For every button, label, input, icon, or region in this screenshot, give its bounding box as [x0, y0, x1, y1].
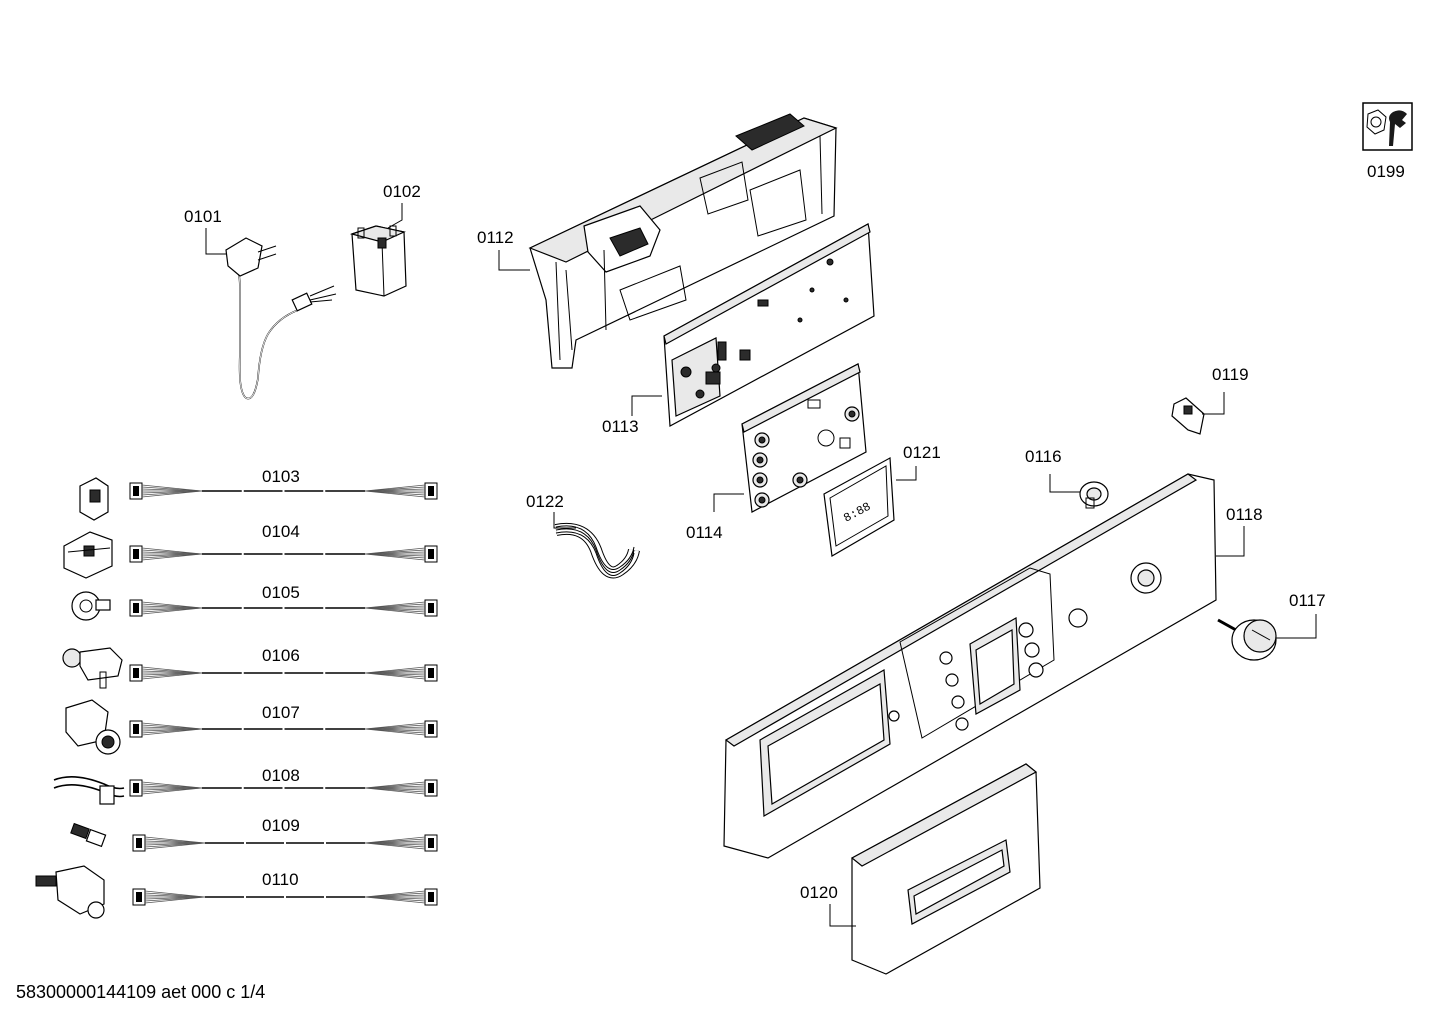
display-window-illustration: 8:88: [823, 457, 895, 557]
harness-fan-wire: [144, 896, 206, 904]
part-label-0104: 0104: [262, 522, 300, 541]
part-label-0101: 0101: [184, 207, 222, 226]
harness-connector-pin: [428, 603, 434, 613]
harness-fan-wire: [364, 842, 426, 850]
interference-filter-illustration: [349, 225, 407, 297]
part-label-0108: 0108: [262, 766, 300, 785]
control-panel-fascia-illustration: [723, 473, 1217, 859]
harness-fan-wire: [141, 672, 203, 680]
harness-fan-wire: [141, 787, 203, 795]
component-icon-0109: [70, 822, 107, 848]
part-label-0110: 0110: [262, 870, 299, 889]
harness-fan-wire: [141, 490, 203, 498]
cable-harness-0103: [129, 482, 438, 500]
part-label-0107: 0107: [262, 703, 300, 722]
harness-connector-pin: [133, 486, 139, 496]
harness-fan-wire: [364, 553, 426, 561]
component-icon-0103: [79, 477, 109, 521]
display-module-board-illustration: [741, 363, 867, 513]
document-code: 58300000144109 aet 000 c 1/4: [16, 982, 265, 1002]
cable-harness-0107: [129, 720, 438, 738]
cable-harness-0109: [132, 834, 438, 852]
cable-harness-0106: [129, 664, 438, 682]
cable-harness-0108: [129, 779, 438, 797]
board-buttons: [752, 406, 860, 508]
part-label-0112: 0112: [477, 228, 514, 247]
bracket-illustration: [1171, 397, 1205, 435]
harness-fan-wire: [364, 672, 426, 680]
part-label-0113: 0113: [602, 417, 639, 436]
harness-connector-pin: [428, 724, 434, 734]
part-label-0119: 0119: [1212, 365, 1249, 384]
harness-connector-pin: [428, 486, 434, 496]
cable-harness-rows: [129, 482, 438, 906]
harness-fan-wire: [141, 607, 203, 615]
part-label-0105: 0105: [262, 583, 300, 602]
component-icon-0104: [63, 531, 113, 579]
part-label-0122: 0122: [526, 492, 564, 511]
harness-fan-wire: [144, 842, 206, 850]
harness-connector-pin: [428, 838, 434, 848]
harness-connector-pin: [428, 668, 434, 678]
part-label-0102: 0102: [383, 182, 421, 201]
knob-holder-illustration: [1079, 481, 1109, 509]
harness-connector-pin: [428, 783, 434, 793]
cable-harness-0104: [129, 545, 438, 563]
harness-connector-pin: [133, 724, 139, 734]
control-module-housing-illustration: [528, 113, 838, 369]
component-icon-0108: [53, 776, 125, 805]
power-module-board-illustration: [663, 223, 875, 427]
harness-fan-wire: [141, 553, 203, 561]
programme-knob-illustration: [1217, 618, 1277, 661]
harness-connector-pin: [133, 549, 139, 559]
component-icon-0107: [65, 699, 121, 755]
part-label-0117: 0117: [1289, 591, 1326, 610]
component-icon-0110: [35, 865, 105, 919]
harness-fan-wire: [364, 490, 426, 498]
harness-fan-wire: [364, 728, 426, 736]
harness-connector-pin: [133, 603, 139, 613]
harness-connector-pin: [136, 838, 142, 848]
part-label-0103: 0103: [262, 467, 300, 486]
part-label-0199: 0199: [1367, 162, 1405, 181]
harness-connector-pin: [133, 668, 139, 678]
dispenser-drawer-handle-illustration: [850, 763, 1041, 975]
panel-buttons: [939, 622, 1044, 731]
wrench-icon: [1362, 102, 1413, 151]
harness-connector-pin: [428, 549, 434, 559]
harness-connector-pin: [428, 892, 434, 902]
part-label-0114: 0114: [686, 523, 723, 542]
harness-fan-wire: [141, 728, 203, 736]
part-label-0120: 0120: [800, 883, 838, 902]
part-label-0121: 0121: [903, 443, 941, 462]
power-cord-illustration: [225, 237, 337, 400]
part-label-0118: 0118: [1226, 505, 1263, 524]
harness-fan-wire: [364, 787, 426, 795]
ribbon-cable-illustration: [554, 523, 640, 579]
part-label-0106: 0106: [262, 646, 300, 665]
harness-fan-wire: [364, 607, 426, 615]
cable-harness-0110: [132, 888, 438, 906]
cable-harness-0105: [129, 599, 438, 617]
harness-connector-pin: [136, 892, 142, 902]
harness-connector-pin: [133, 783, 139, 793]
part-label-0109: 0109: [262, 816, 300, 835]
component-icon-0105: [71, 591, 111, 621]
part-label-0116: 0116: [1025, 447, 1062, 466]
component-icon-0106: [62, 647, 123, 689]
harness-fan-wire: [364, 896, 426, 904]
